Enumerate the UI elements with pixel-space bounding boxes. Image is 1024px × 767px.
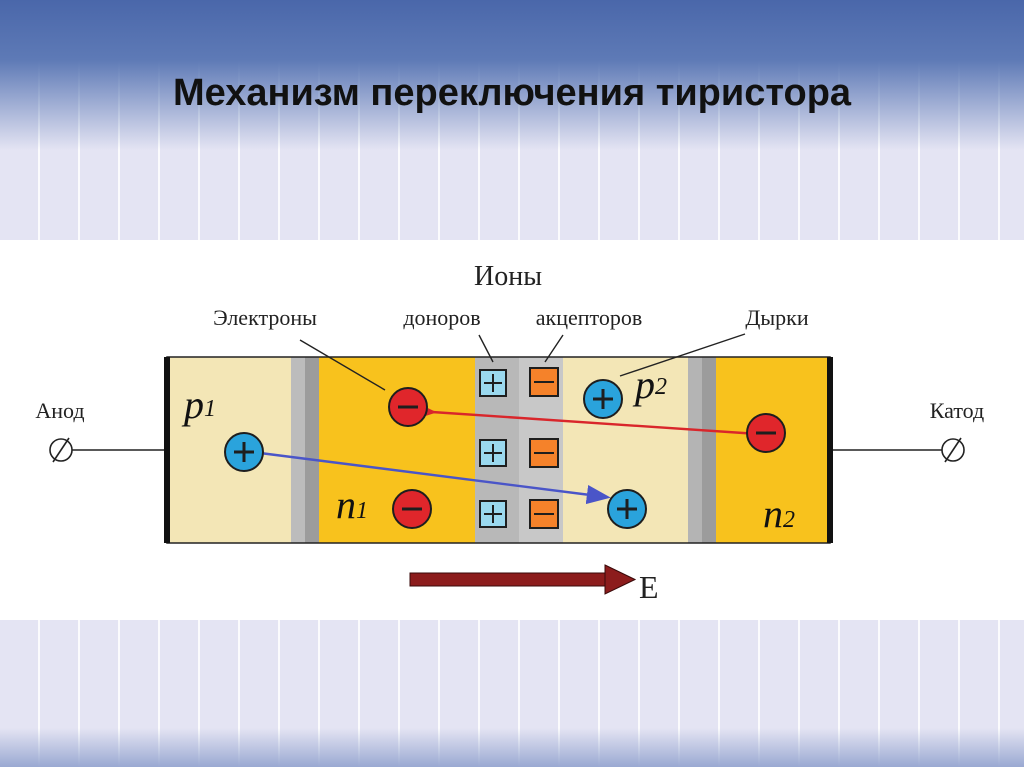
cathode-label: Катод — [930, 398, 984, 423]
hole-icon — [607, 489, 647, 529]
junction-3-dark — [702, 357, 716, 543]
cathode-terminal-icon — [941, 437, 965, 463]
donor-ion-icon — [479, 369, 507, 397]
electrons-label: Электроны — [213, 305, 317, 330]
electron-icon — [392, 489, 432, 529]
electron-icon — [388, 387, 428, 427]
holes-label: Дырки — [745, 305, 808, 330]
acceptors-leader — [544, 334, 564, 363]
acceptor-ion-icon — [529, 367, 559, 397]
junction-1-light — [291, 357, 305, 543]
acceptors-label: акцепторов — [536, 305, 642, 330]
region-p1-label: p1 — [181, 382, 216, 427]
slide-title: Механизм переключения тиристора — [172, 72, 852, 114]
junction-3-light — [688, 357, 702, 543]
anode-contact — [164, 357, 170, 543]
anode-label: Анод — [35, 398, 84, 423]
field-label: E — [639, 569, 659, 605]
anode-terminal-icon — [49, 437, 73, 463]
holes-leader — [619, 333, 746, 377]
ions-label: Ионы — [474, 261, 542, 292]
cathode-contact — [827, 357, 833, 543]
hole-icon — [224, 432, 264, 472]
donor-ion-icon — [479, 500, 507, 528]
field-arrow-icon — [409, 564, 637, 595]
junction-1-dark — [305, 357, 319, 543]
donors-label: доноров — [403, 305, 480, 330]
acceptor-ion-icon — [529, 499, 559, 529]
region-p2-label: p2 — [632, 362, 667, 407]
donors-leader — [478, 334, 494, 363]
header-band — [0, 0, 1024, 150]
hole-path-arrow — [259, 451, 611, 505]
hole-icon — [583, 379, 623, 419]
region-n2-label: n2 — [763, 491, 795, 536]
donor-ion-icon — [479, 439, 507, 467]
acceptor-ion-icon — [529, 438, 559, 468]
electron-icon — [746, 413, 786, 453]
region-n1-label: n1 — [336, 482, 368, 527]
electrons-leader — [299, 339, 386, 391]
electron-path-arrow — [412, 401, 759, 436]
footer-band — [0, 728, 1024, 767]
